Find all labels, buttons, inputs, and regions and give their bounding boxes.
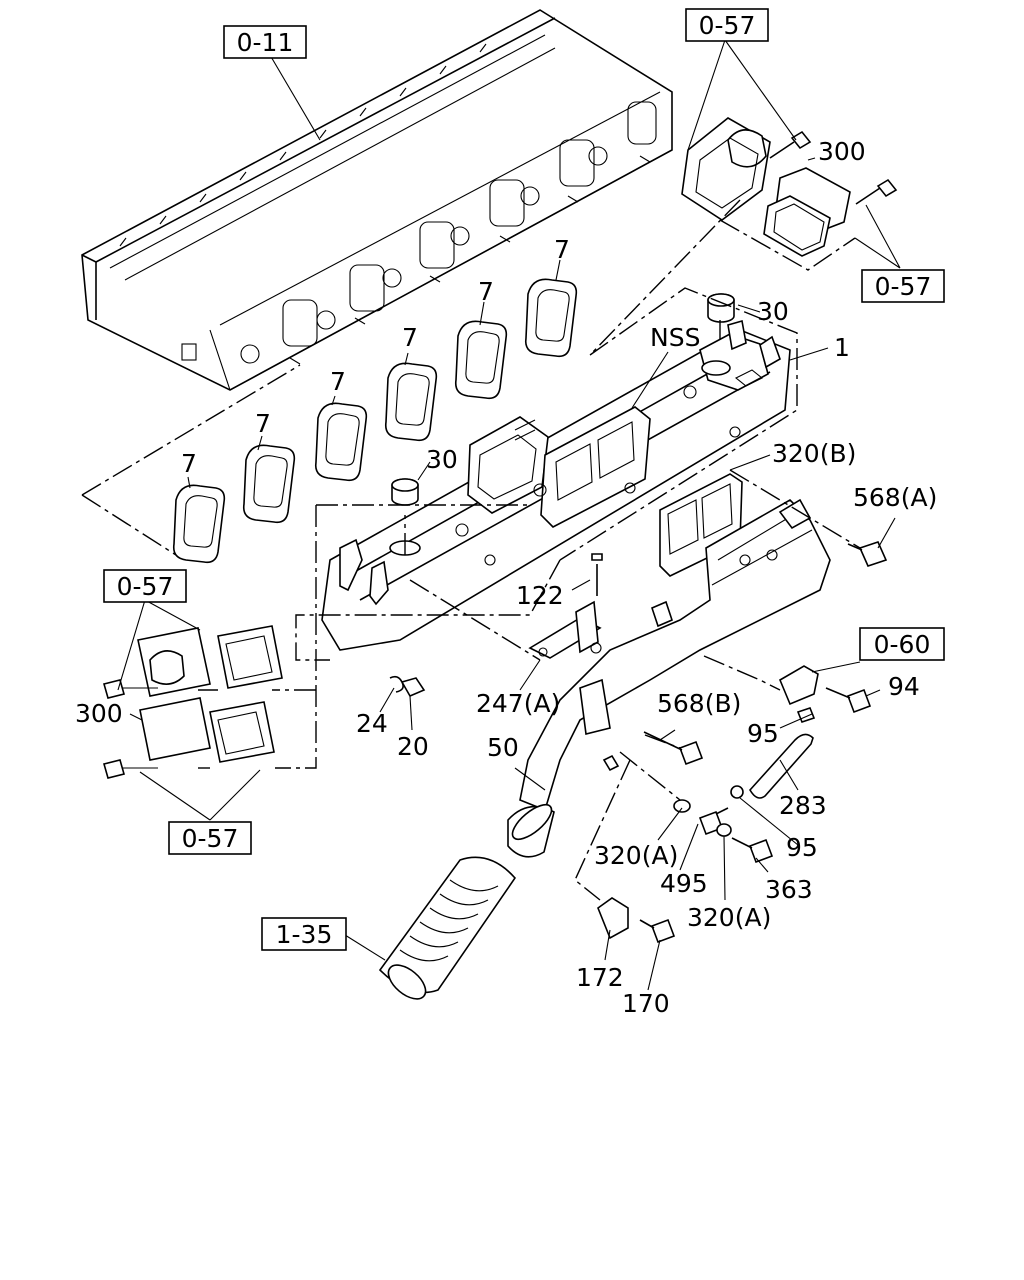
ref-label: 0-57 <box>117 572 174 601</box>
part-label-30-top: 30 <box>757 297 789 326</box>
part-label-247a: 247(A) <box>476 689 560 718</box>
reference-box-0-60: 0-60 <box>859 627 945 661</box>
part-label-20: 20 <box>397 732 429 761</box>
cylinder-head-drawing <box>81 9 673 391</box>
ref-label: 0-57 <box>875 272 932 301</box>
part-label-320a: 320(A) <box>594 841 678 870</box>
caps <box>391 293 735 506</box>
exhaust-manifold-drawing <box>321 319 791 651</box>
part-labels: 300 30 1 NSS 7 7 7 7 7 7 30 320(B) 568(A… <box>75 137 937 1018</box>
part-label-320b: 320(B) <box>772 439 856 468</box>
manifold-gaskets <box>172 278 578 564</box>
part-label-30-mid: 30 <box>426 445 458 474</box>
part-label-94: 94 <box>888 672 920 701</box>
part-label-170: 170 <box>622 989 670 1018</box>
part-label-300-left: 300 <box>75 699 123 728</box>
part-label-283: 283 <box>779 791 827 820</box>
reference-box-0-57-right: 0-57 <box>861 269 945 303</box>
egr-flanges-left <box>103 625 283 779</box>
part-label-95: 95 <box>747 719 779 748</box>
exhaust-pipe-assembly <box>507 473 831 858</box>
reference-box-0-57-left: 0-57 <box>103 569 187 603</box>
part-label-320a: 320(A) <box>687 903 771 932</box>
flex-hose <box>378 856 517 1000</box>
reference-box-0-57-bottom: 0-57 <box>168 821 252 855</box>
part-label-172: 172 <box>576 963 624 992</box>
ref-label: 1-35 <box>276 920 333 949</box>
part-label-7: 7 <box>554 235 570 264</box>
ref-label: 0-11 <box>237 28 294 57</box>
part-label-7: 7 <box>402 323 418 352</box>
part-label-363: 363 <box>765 875 813 904</box>
part-label-122: 122 <box>516 581 564 610</box>
reference-box-0-11: 0-11 <box>223 25 307 59</box>
part-label-95: 95 <box>786 833 818 862</box>
bracket-assembly <box>528 553 603 659</box>
part-label-24: 24 <box>356 709 388 738</box>
ref-label: 0-57 <box>182 824 239 853</box>
egr-flanges-top-right <box>681 117 898 257</box>
part-label-300-top: 300 <box>818 137 866 166</box>
part-label-7: 7 <box>330 367 346 396</box>
part-label-7: 7 <box>478 277 494 306</box>
leader-lines <box>117 39 901 991</box>
ref-label: 0-60 <box>874 630 931 659</box>
bolts-and-washers <box>389 541 888 944</box>
part-label-1: 1 <box>834 333 850 362</box>
part-label-7: 7 <box>181 449 197 478</box>
alignment-lines <box>81 199 861 901</box>
ref-label: 0-57 <box>699 11 756 40</box>
part-label-495: 495 <box>660 869 708 898</box>
reference-box-0-57-top: 0-57 <box>685 8 769 42</box>
part-label-7: 7 <box>255 409 271 438</box>
part-label-568a: 568(A) <box>853 483 937 512</box>
reference-box-1-35: 1-35 <box>261 917 347 951</box>
part-label-568b: 568(B) <box>657 689 741 718</box>
part-label-nss: NSS <box>650 323 700 352</box>
part-label-50: 50 <box>487 733 519 762</box>
